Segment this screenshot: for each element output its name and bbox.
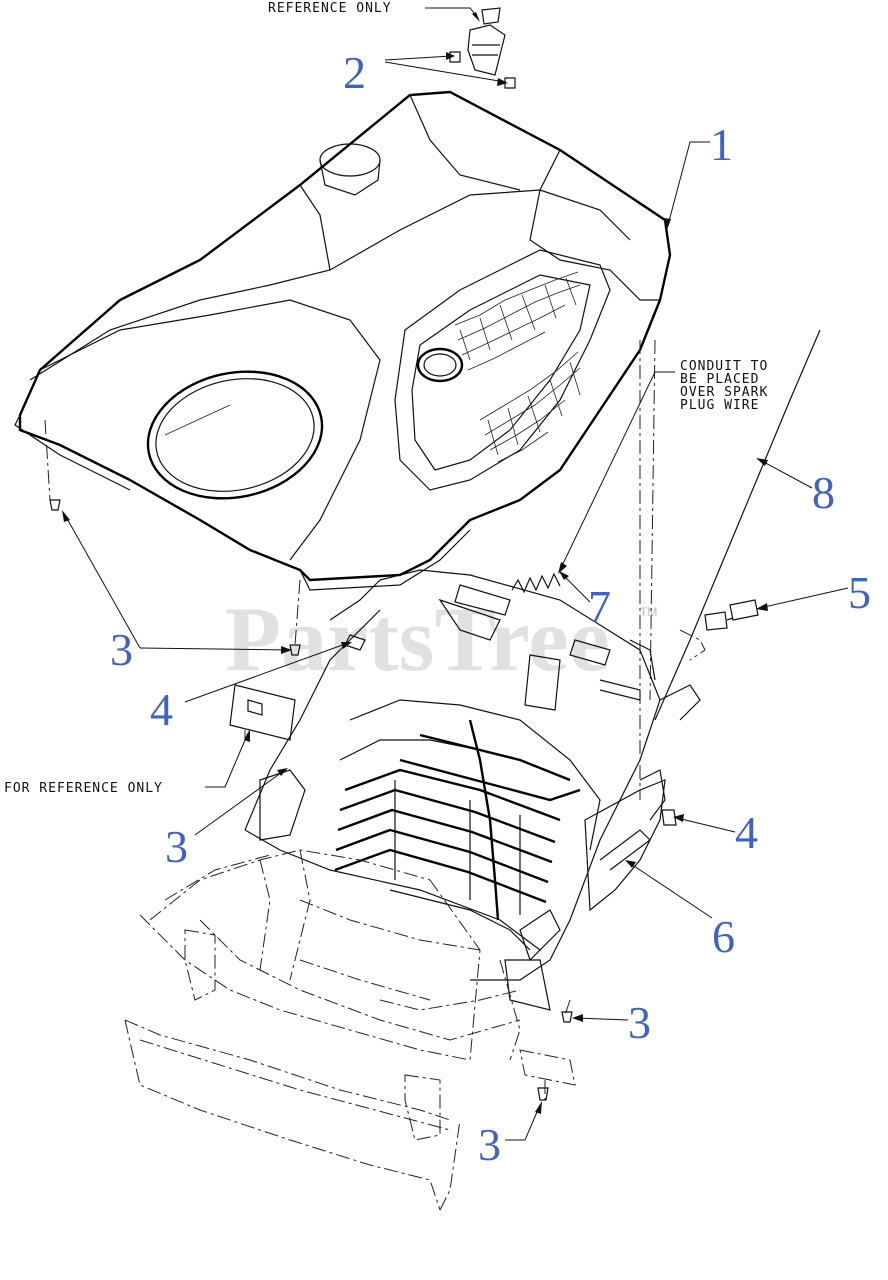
callout-5: 5 bbox=[848, 567, 871, 618]
watermark-tm: TM bbox=[640, 605, 657, 619]
callout-7: 7 bbox=[588, 581, 611, 632]
callout-3-bottom: 3 bbox=[478, 1119, 501, 1170]
callout-4-right: 4 bbox=[735, 807, 758, 858]
bracket-part-4 bbox=[229, 634, 366, 741]
auger-housing-assembly bbox=[244, 569, 701, 1011]
note-conduit-line2: BE PLACED bbox=[680, 372, 759, 387]
callout-8: 8 bbox=[812, 467, 835, 518]
auger-bars bbox=[334, 719, 581, 951]
spring-part-7 bbox=[511, 572, 561, 594]
callout-4-left: 4 bbox=[150, 684, 173, 735]
callout-2: 2 bbox=[343, 47, 366, 98]
vent-grille bbox=[454, 271, 581, 463]
callout-1: 1 bbox=[710, 119, 733, 170]
screw-part-2 bbox=[449, 51, 516, 89]
ignition-key-part bbox=[467, 7, 506, 76]
callout-3-mid: 3 bbox=[165, 821, 188, 872]
note-conduit-line1: CONDUIT TO bbox=[680, 359, 768, 374]
note-for-reference-only: FOR REFERENCE ONLY bbox=[4, 781, 163, 796]
nut-part-4 bbox=[661, 809, 677, 826]
note-conduit-line4: PLUG WIRE bbox=[680, 398, 759, 413]
note-conduit-line3: OVER SPARK bbox=[680, 385, 768, 400]
connector-part-5 bbox=[679, 599, 759, 661]
note-reference-only-top: REFERENCE ONLY bbox=[268, 1, 392, 16]
bolt-part-3 bbox=[49, 499, 573, 1101]
frame-phantom bbox=[44, 339, 656, 1211]
watermark-text: PartsTree bbox=[225, 588, 610, 690]
top-cover-part bbox=[14, 90, 672, 591]
callout-3-left: 3 bbox=[110, 624, 133, 675]
callout-6: 6 bbox=[712, 911, 735, 962]
callout-3-right: 3 bbox=[628, 997, 651, 1048]
cable-part-8 bbox=[654, 329, 821, 721]
deflector-part-6 bbox=[639, 769, 666, 821]
